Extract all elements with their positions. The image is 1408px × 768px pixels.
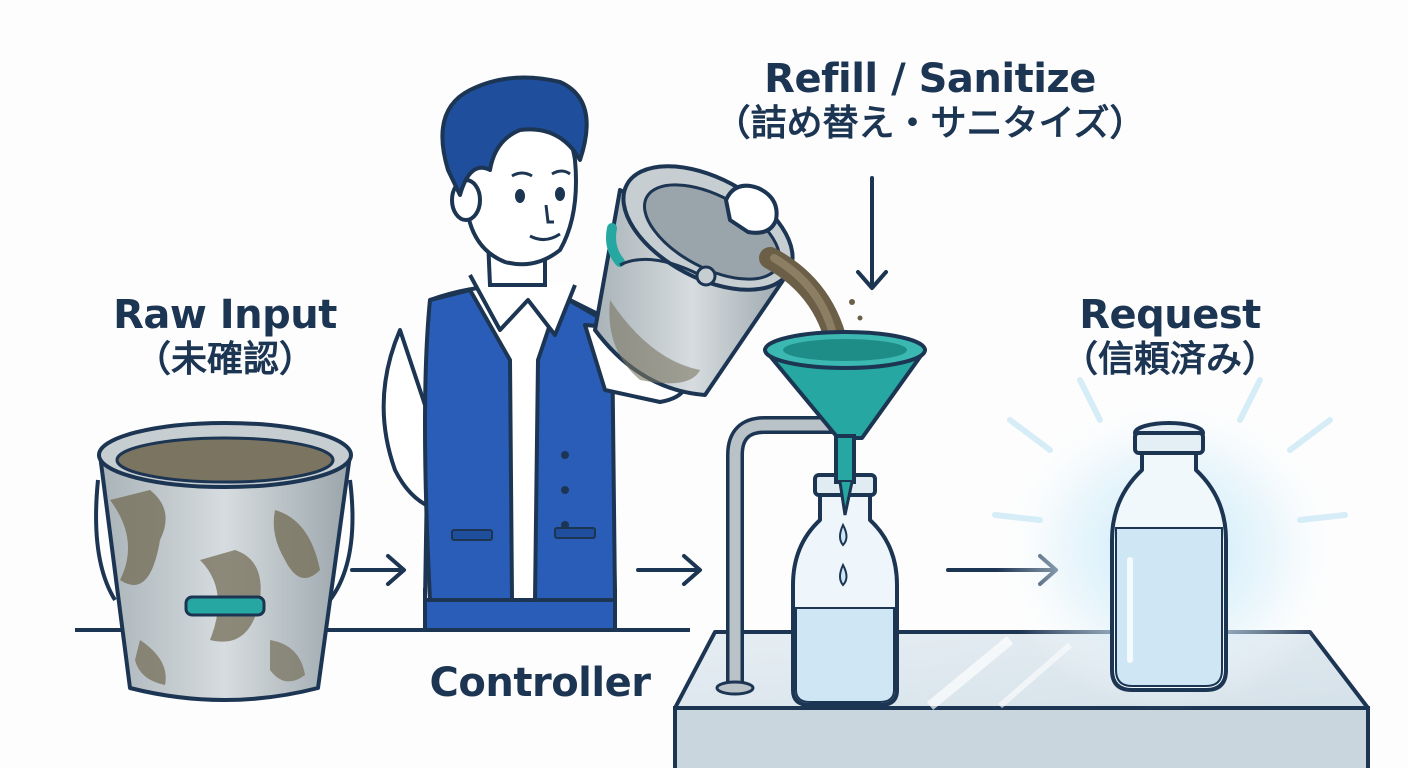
funnel-icon: [763, 330, 927, 516]
arrow-icon: [350, 554, 406, 586]
raw-input-subtitle: （未確認）: [134, 339, 315, 381]
raw-input-label: Raw Input （未確認）: [60, 292, 390, 382]
request-subtitle: （信頼済み）: [1061, 339, 1278, 381]
clean-bottle-icon: [1110, 421, 1228, 692]
glow-rays: [992, 377, 1348, 523]
arrow-icon: [636, 554, 702, 586]
request-label: Request （信頼済み）: [1020, 292, 1320, 382]
request-title: Request: [1079, 292, 1261, 338]
refill-title: Refill / Sanitize: [764, 56, 1096, 102]
controller-label: Controller: [429, 660, 651, 706]
refill-sanitize-label: Refill / Sanitize （詰め替え・サニタイズ）: [680, 56, 1180, 146]
raw-input-title: Raw Input: [113, 292, 337, 338]
funnel-stand: [715, 416, 844, 696]
arrow-icon: [856, 176, 888, 290]
refill-subtitle: （詰め替え・サニタイズ）: [714, 103, 1146, 145]
dirty-bucket-icon: [94, 421, 355, 702]
